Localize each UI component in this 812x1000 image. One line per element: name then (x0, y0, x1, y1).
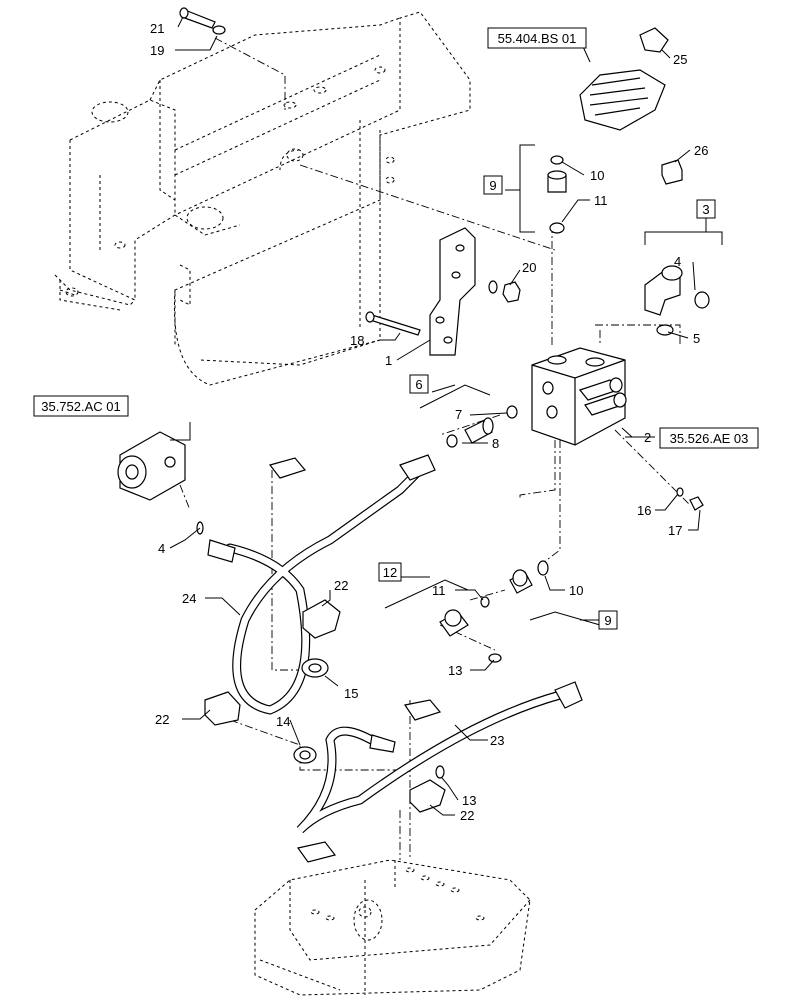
grommets (293, 658, 445, 779)
nut-washer (488, 280, 521, 303)
pedal-connector-25 (579, 27, 669, 131)
callout-11-lower: 11 (432, 583, 446, 598)
callout-13-upper: 13 (448, 663, 462, 678)
callout-24: 24 (182, 591, 196, 606)
screw-17 (676, 487, 704, 511)
bracket-plate (429, 227, 476, 356)
callout-12: 12 (383, 565, 397, 580)
ref-box-35-752[interactable]: 35.752.AC 01 (33, 395, 129, 417)
callout-leaders (169, 16, 701, 816)
callout-22-upper: 22 (334, 578, 348, 593)
group-brackets (384, 144, 723, 626)
callout-3: 3 (702, 202, 709, 217)
callout-4-upper: 4 (674, 254, 681, 269)
machine-frame (54, 11, 471, 386)
callout-19: 19 (150, 43, 164, 58)
group-box-9-lower[interactable]: 9 (598, 610, 618, 630)
callout-14: 14 (276, 714, 290, 729)
callout-7: 7 (455, 407, 462, 422)
long-bolt (365, 311, 421, 336)
pump (117, 431, 204, 535)
group-box-3[interactable]: 3 (696, 199, 716, 219)
callout-5: 5 (693, 331, 700, 346)
callout-10-upper: 10 (590, 168, 604, 183)
group-box-12[interactable]: 12 (378, 562, 402, 582)
hose-clamps (204, 457, 446, 863)
callout-6: 6 (415, 377, 422, 392)
group-box-9-upper[interactable]: 9 (483, 175, 503, 195)
fitting-set-12 (439, 560, 549, 663)
fitting-set-9-upper (547, 155, 567, 234)
elbow-fitting-3 (644, 265, 710, 336)
hose-24 (207, 454, 436, 715)
ref-label-35-526: 35.526.AE 03 (670, 431, 749, 446)
callout-20: 20 (522, 260, 536, 275)
assembly-centerlines (179, 37, 691, 860)
callout-10-lower: 10 (569, 583, 583, 598)
group-box-6[interactable]: 6 (409, 374, 429, 394)
callout-17: 17 (668, 523, 682, 538)
ref-box-35-526[interactable]: 35.526.AE 03 (659, 427, 759, 449)
hydraulic-tank (254, 859, 531, 996)
callout-22-left: 22 (155, 712, 169, 727)
callout-8: 8 (492, 436, 499, 451)
callout-9-upper: 9 (489, 178, 496, 193)
control-valve (531, 347, 627, 446)
callout-21: 21 (150, 21, 164, 36)
callout-15: 15 (344, 686, 358, 701)
callout-13-lower: 13 (462, 793, 476, 808)
callout-22-lower: 22 (460, 808, 474, 823)
fitting-set-6 (446, 405, 518, 448)
relay-26 (661, 159, 683, 185)
callout-26: 26 (694, 143, 708, 158)
hose-23 (296, 681, 583, 834)
callout-11-upper: 11 (594, 193, 608, 208)
callout-4-lower: 4 (158, 541, 165, 556)
ref-box-55-404[interactable]: 55.404.BS 01 (487, 27, 587, 49)
callout-2: 2 (644, 430, 651, 445)
callout-25: 25 (673, 52, 687, 67)
callout-16: 16 (637, 503, 651, 518)
callout-1: 1 (385, 353, 392, 368)
callout-23: 23 (490, 733, 504, 748)
top-bolt (179, 7, 226, 35)
callout-9-lower: 9 (604, 613, 611, 628)
callout-18: 18 (350, 333, 364, 348)
ref-label-35-752: 35.752.AC 01 (41, 399, 121, 414)
callout-numbers: 21 19 25 26 10 11 4 20 5 18 1 7 8 2 16 1… (150, 21, 708, 823)
ref-label-55-404: 55.404.BS 01 (498, 31, 577, 46)
